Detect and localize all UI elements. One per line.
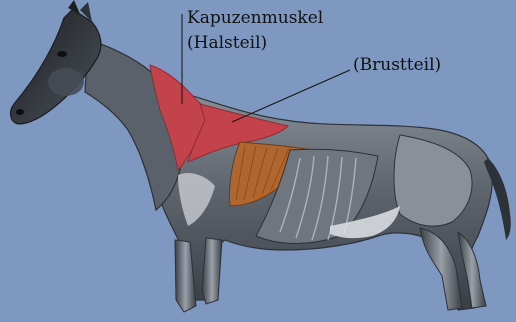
eye [57, 51, 67, 57]
label-halsteil: (Halsteil) [187, 33, 267, 54]
horse-head [11, 10, 101, 124]
nostril [16, 109, 24, 115]
label-kapuzenmuskel: Kapuzenmuskel [187, 8, 323, 29]
leader-line-brustteil [232, 70, 350, 122]
label-brustteil: (Brustteil) [353, 55, 441, 76]
cheek-muscle [48, 68, 84, 96]
front-leg-right [202, 238, 222, 304]
